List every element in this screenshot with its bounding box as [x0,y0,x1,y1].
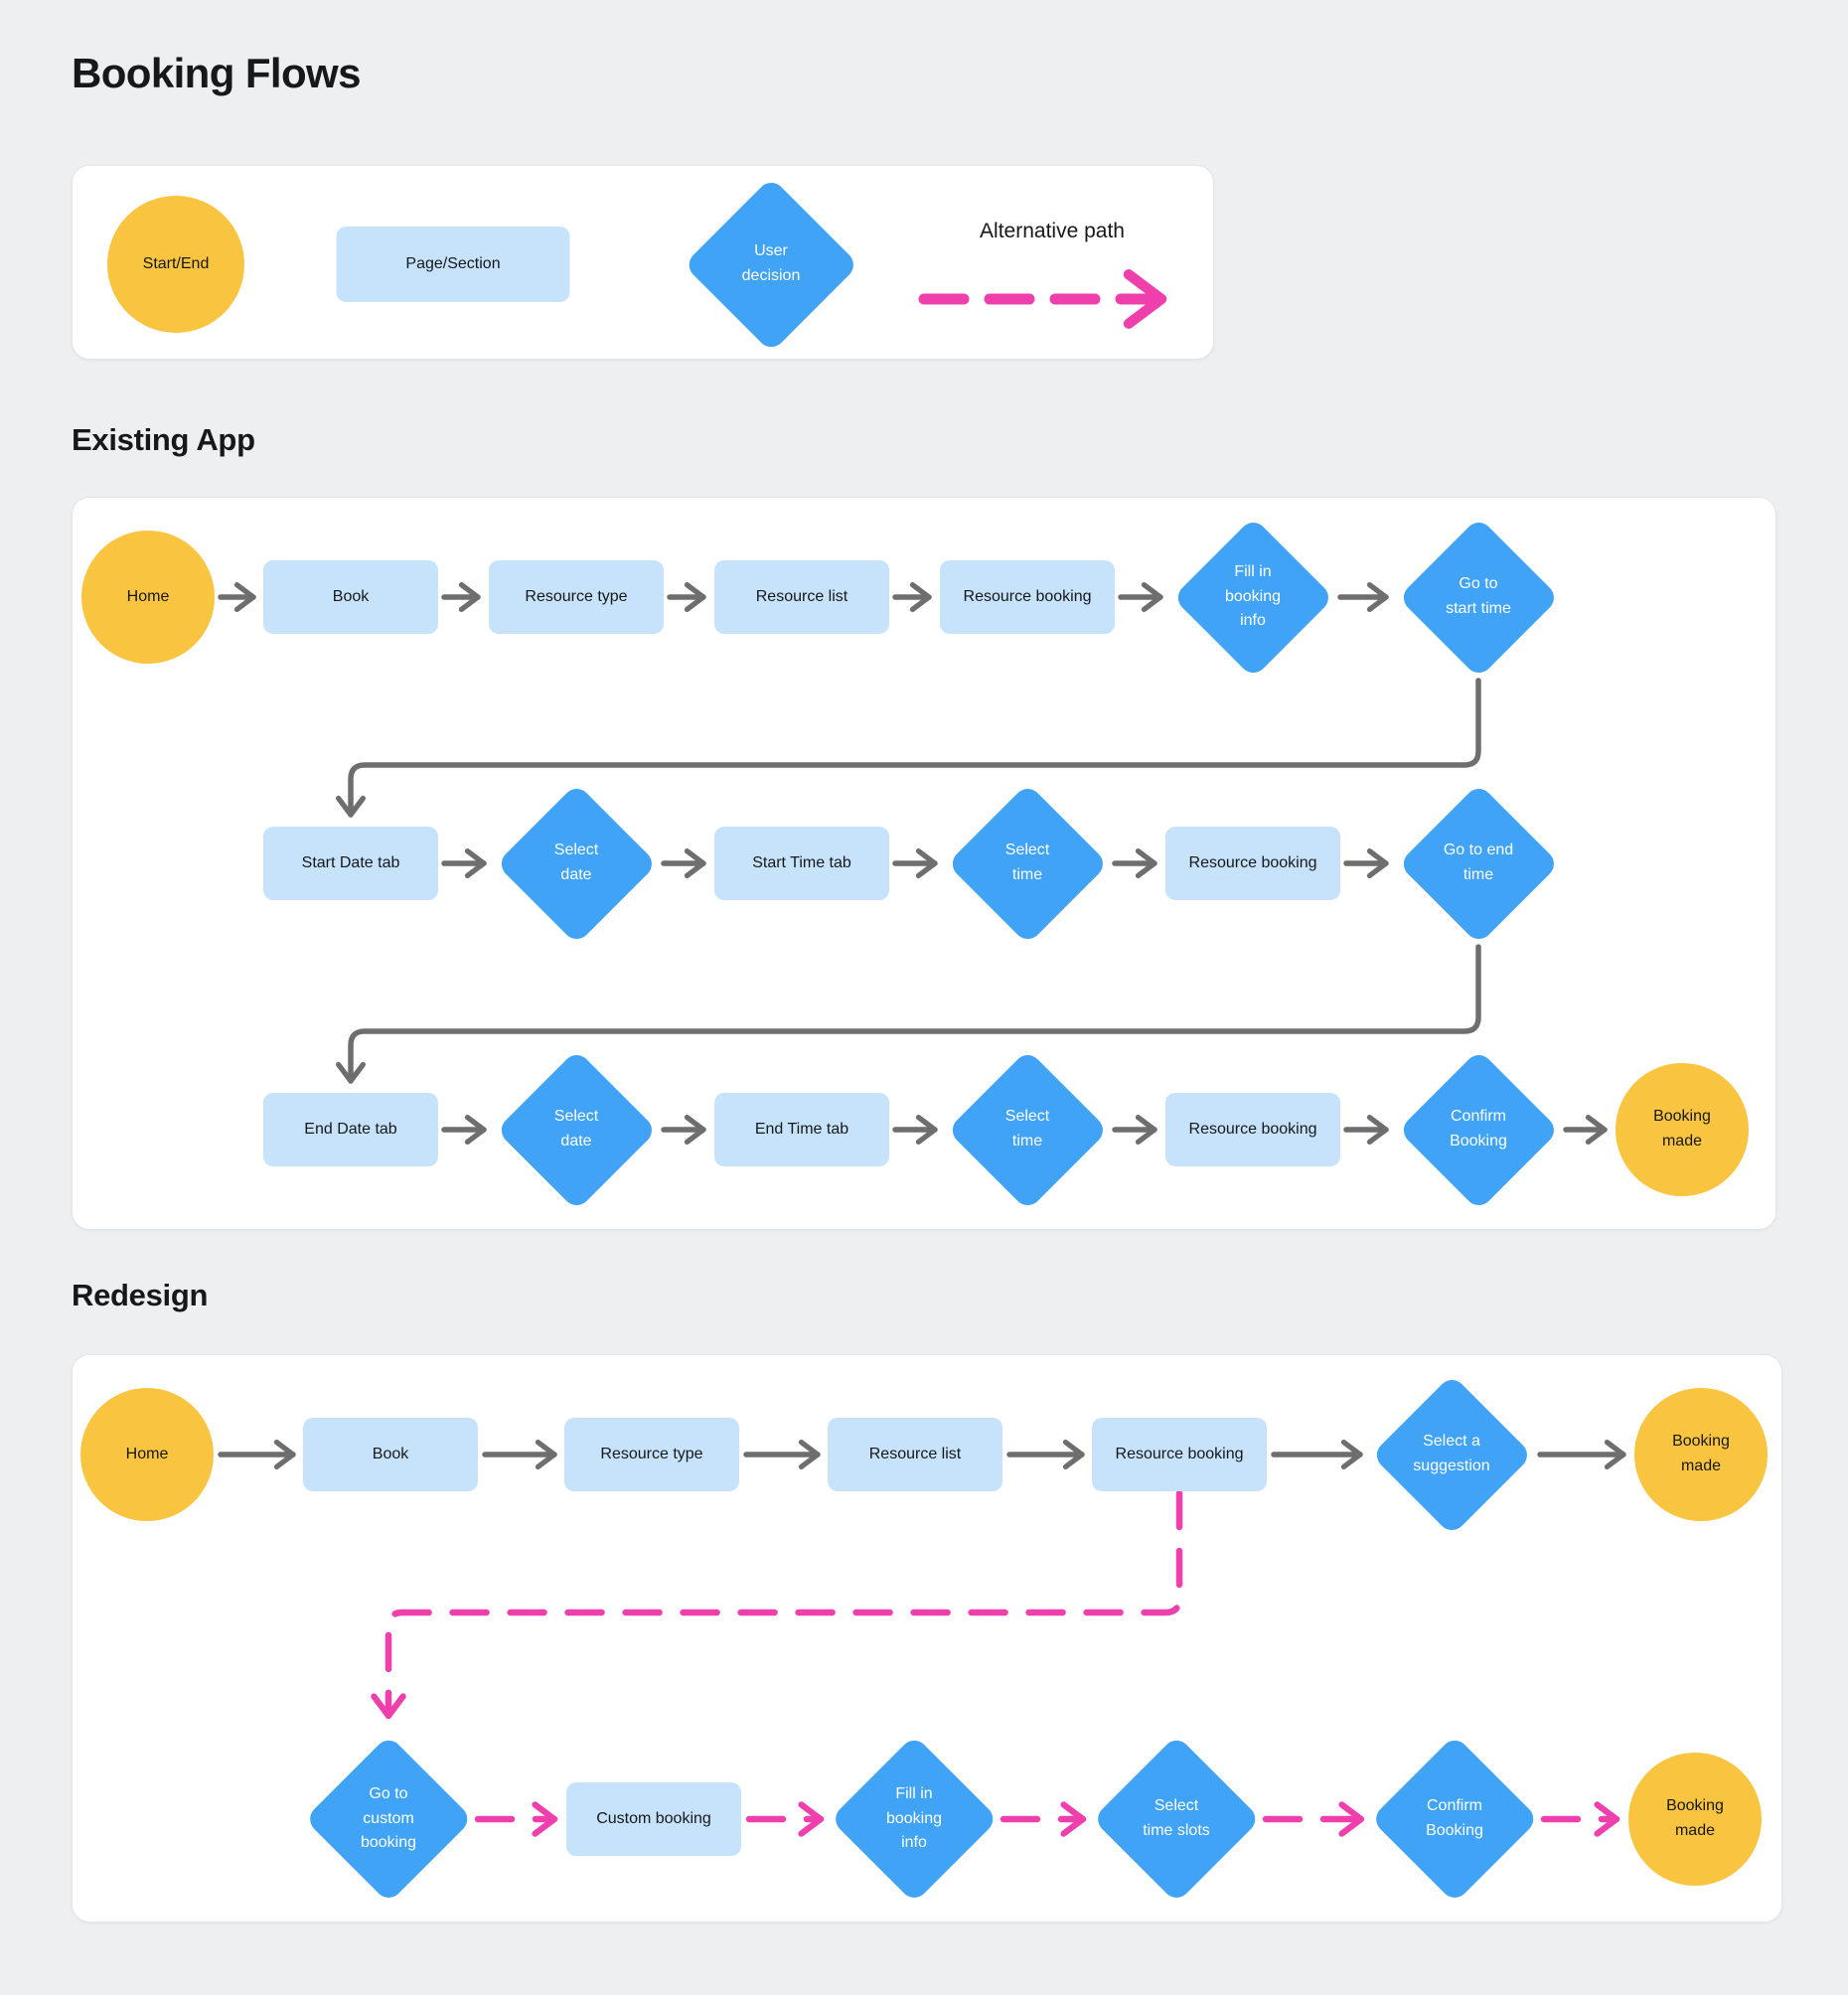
redesign-node-select-time-slots: Select time slots [1091,1734,1262,1905]
node-label: Select a suggestion [1413,1433,1490,1474]
node-label: Booking made [1672,1433,1730,1474]
redesign-node-resource-booking: Resource booking [1092,1418,1267,1491]
node-label: Select time [1004,842,1050,883]
existing-node-select-date-2: Select date [495,1048,658,1211]
legend-alt-path-label: Alternative path [980,220,1125,242]
node-label: Resource booking [963,587,1092,605]
alt-elbow-resource-booking-to-custom [371,1489,1183,1720]
node-label: Select date [553,842,599,883]
legend-start-end-node: Start/End [107,196,244,333]
redesign-node-booking-made-2: Booking made [1628,1753,1762,1886]
node-label: Home [125,1445,169,1462]
node-label: Resource booking [1188,1120,1317,1138]
legend-start-end-label: Start/End [142,254,210,272]
node-label: Custom booking [596,1809,711,1827]
node-label: Go to end time [1443,842,1514,883]
existing-heading: Existing App [72,422,255,457]
node-label: Resource list [755,587,848,605]
existing-node-fill-in-booking-info: Fill in booking info [1171,516,1334,679]
legend-user-decision-node: User decision [683,176,859,353]
existing-app-card: Home Book Resource type Resource list Re… [72,497,1776,1230]
existing-node-resource-booking-2: Resource booking [1165,827,1340,900]
legend-page-section-label: Page/Section [405,254,501,272]
node-label: Resource type [525,587,628,605]
redesign-node-resource-type: Resource type [564,1418,739,1491]
node-label: Booking made [1666,1797,1724,1839]
page-title: Booking Flows [72,50,361,96]
existing-node-resource-booking-1: Resource booking [940,560,1115,634]
legend-user-decision-label: User decision [741,242,801,284]
node-label: End Time tab [754,1120,849,1138]
node-label: Go to start time [1446,575,1511,617]
node-label: Home [126,587,170,605]
redesign-node-confirm-booking: Confirm Booking [1369,1734,1540,1905]
existing-node-select-date-1: Select date [495,782,658,945]
existing-node-resource-list: Resource list [714,560,889,634]
redesign-node-home: Home [80,1388,214,1521]
node-label: Start Time tab [752,853,851,871]
node-label: Booking made [1653,1108,1711,1150]
existing-node-go-to-end-time: Go to end time [1397,782,1560,945]
node-label: Confirm Booking [1426,1797,1483,1839]
node-label: Resource booking [1115,1445,1244,1462]
existing-node-resource-booking-3: Resource booking [1165,1093,1340,1166]
node-label: Book [332,587,370,605]
redesign-node-resource-list: Resource list [828,1418,1002,1491]
node-label: Select time [1004,1108,1050,1150]
existing-node-resource-type: Resource type [489,560,664,634]
node-label: End Date tab [304,1120,397,1138]
node-label: Go to custom booking [360,1784,417,1852]
existing-node-select-time-2: Select time [946,1048,1109,1211]
existing-node-end-time-tab: End Time tab [714,1093,889,1166]
existing-node-go-to-start-time: Go to start time [1397,516,1560,679]
existing-node-start-date-tab: Start Date tab [263,827,438,900]
node-label: Fill in booking info [885,1784,943,1852]
redesign-card: Home Book Resource type Resource list Re… [72,1354,1782,1922]
node-label: Resource type [600,1445,703,1462]
existing-node-end-date-tab: End Date tab [263,1093,438,1166]
node-label: Resource list [868,1445,962,1462]
node-label: Start Date tab [301,853,400,871]
redesign-node-go-to-custom-booking: Go to custom booking [303,1734,474,1905]
node-label: Fill in booking info [1224,562,1282,630]
existing-node-book: Book [263,560,438,634]
redesign-node-select-a-suggestion: Select a suggestion [1370,1373,1533,1536]
node-label: Resource booking [1188,853,1317,871]
legend-page-section-node: Page/Section [336,227,570,302]
existing-node-booking-made: Booking made [1616,1063,1749,1196]
redesign-node-booking-made-1: Booking made [1634,1388,1768,1521]
existing-node-confirm-booking: Confirm Booking [1397,1048,1560,1211]
redesign-node-custom-booking: Custom booking [566,1782,741,1856]
node-label: Confirm Booking [1450,1108,1507,1150]
existing-node-home: Home [81,531,215,664]
existing-node-start-time-tab: Start Time tab [714,827,889,900]
node-label: Book [372,1445,409,1462]
node-label: Select date [553,1108,599,1150]
redesign-node-fill-in-booking-info: Fill in booking info [829,1734,1000,1905]
redesign-node-book: Book [303,1418,478,1491]
redesign-heading: Redesign [72,1278,209,1312]
node-label: Select time slots [1143,1797,1210,1839]
legend-card: Start/End Page/Section User decision Alt… [72,165,1214,360]
existing-node-select-time-1: Select time [946,782,1109,945]
